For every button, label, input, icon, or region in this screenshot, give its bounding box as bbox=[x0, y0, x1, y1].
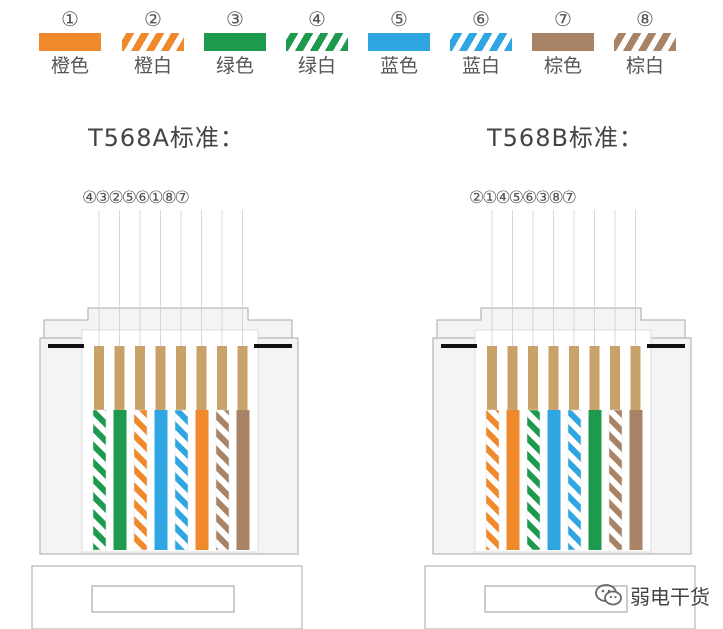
pin-contact bbox=[196, 346, 207, 410]
legend-label: 绿白 bbox=[297, 55, 336, 77]
wire-3 bbox=[588, 410, 602, 550]
pin-contact bbox=[487, 346, 497, 410]
wire-2 bbox=[133, 409, 148, 551]
legend-item-7: ⑦ 棕色 bbox=[528, 8, 598, 77]
pin-contact bbox=[176, 346, 186, 410]
connector-window bbox=[474, 329, 652, 553]
legend-label: 绿色 bbox=[215, 55, 254, 77]
pin-contact bbox=[135, 346, 145, 410]
watermark-text: 弱电干货 bbox=[630, 584, 710, 609]
solid-color-swatch bbox=[39, 33, 101, 51]
contact-bar-right bbox=[647, 344, 685, 348]
solid-color-swatch bbox=[368, 33, 430, 51]
legend-number: ⑧ bbox=[636, 7, 654, 31]
pin-contact bbox=[507, 346, 518, 410]
pin-contact bbox=[610, 346, 620, 410]
legend-item-2: ② 橙白 bbox=[118, 8, 188, 77]
legend-number: ② bbox=[144, 7, 162, 31]
wire-8 bbox=[608, 409, 623, 551]
legend-number: ⑦ bbox=[554, 7, 572, 31]
wire-6 bbox=[174, 409, 189, 551]
legend-item-5: ⑤ 蓝色 bbox=[364, 8, 434, 77]
wire-6 bbox=[567, 409, 582, 551]
legend-number: ④ bbox=[308, 7, 326, 31]
legend-label: 蓝色 bbox=[379, 55, 418, 77]
connector-t568a bbox=[31, 210, 303, 629]
contact-bar-left bbox=[441, 344, 477, 348]
legend-item-6: ⑥ 蓝白 bbox=[446, 8, 516, 77]
legend-item-1: ① 橙色 bbox=[35, 8, 105, 77]
legend-label: 棕色 bbox=[543, 55, 582, 77]
pin-contact bbox=[217, 346, 227, 410]
wire-3 bbox=[113, 410, 127, 550]
legend-number: ⑤ bbox=[390, 7, 408, 31]
pin-contact bbox=[94, 346, 104, 410]
wire-7 bbox=[629, 410, 643, 550]
legend-item-3: ③ 绿色 bbox=[200, 8, 270, 77]
pin-contact bbox=[630, 346, 641, 410]
striped-color-swatch bbox=[122, 33, 184, 51]
legend-number: ③ bbox=[226, 7, 244, 31]
pin-contact bbox=[569, 346, 579, 410]
wire-7 bbox=[236, 410, 250, 550]
contact-bar-right bbox=[254, 344, 292, 348]
striped-color-swatch bbox=[614, 33, 676, 51]
legend-item-4: ④ 绿白 bbox=[282, 8, 352, 77]
legend-label: 橙色 bbox=[50, 55, 89, 77]
pin-contact bbox=[155, 346, 166, 410]
legend-label: 蓝白 bbox=[461, 55, 500, 77]
pin-contact bbox=[114, 346, 125, 410]
t568a-pin-order: ④③②⑤⑥①⑧⑦ bbox=[82, 188, 190, 208]
legend-label: 橙白 bbox=[133, 55, 172, 77]
wechat-icon bbox=[595, 584, 622, 606]
connector-window bbox=[81, 329, 259, 553]
t568a-title: T568A标准： bbox=[88, 124, 245, 152]
wire-1 bbox=[195, 410, 209, 550]
legend-item-8: ⑧ 棕白 bbox=[610, 8, 680, 77]
watermark: 弱电干货 bbox=[594, 580, 710, 610]
pin-contact bbox=[548, 346, 559, 410]
wire-4 bbox=[526, 409, 541, 551]
wire-2 bbox=[485, 409, 500, 551]
wire-8 bbox=[215, 409, 230, 551]
legend-number: ① bbox=[61, 7, 79, 31]
connector-base bbox=[31, 565, 303, 629]
striped-color-swatch bbox=[450, 33, 512, 51]
t568b-pin-order: ②①④⑤⑥③⑧⑦ bbox=[469, 188, 577, 208]
pin-contact bbox=[528, 346, 538, 410]
t568b-title: T568B标准： bbox=[487, 124, 644, 152]
wire-1 bbox=[506, 410, 520, 550]
connector-label-slot bbox=[91, 585, 235, 613]
wire-5 bbox=[547, 410, 561, 550]
striped-color-swatch bbox=[286, 33, 348, 51]
connector-t568b bbox=[424, 210, 696, 629]
solid-color-swatch bbox=[532, 33, 594, 51]
legend-number: ⑥ bbox=[472, 7, 490, 31]
pin-contact bbox=[589, 346, 600, 410]
contact-bar-left bbox=[48, 344, 84, 348]
solid-color-swatch bbox=[204, 33, 266, 51]
wire-5 bbox=[154, 410, 168, 550]
pin-contact bbox=[237, 346, 248, 410]
legend-label: 棕白 bbox=[625, 55, 664, 77]
wire-4 bbox=[92, 409, 107, 551]
